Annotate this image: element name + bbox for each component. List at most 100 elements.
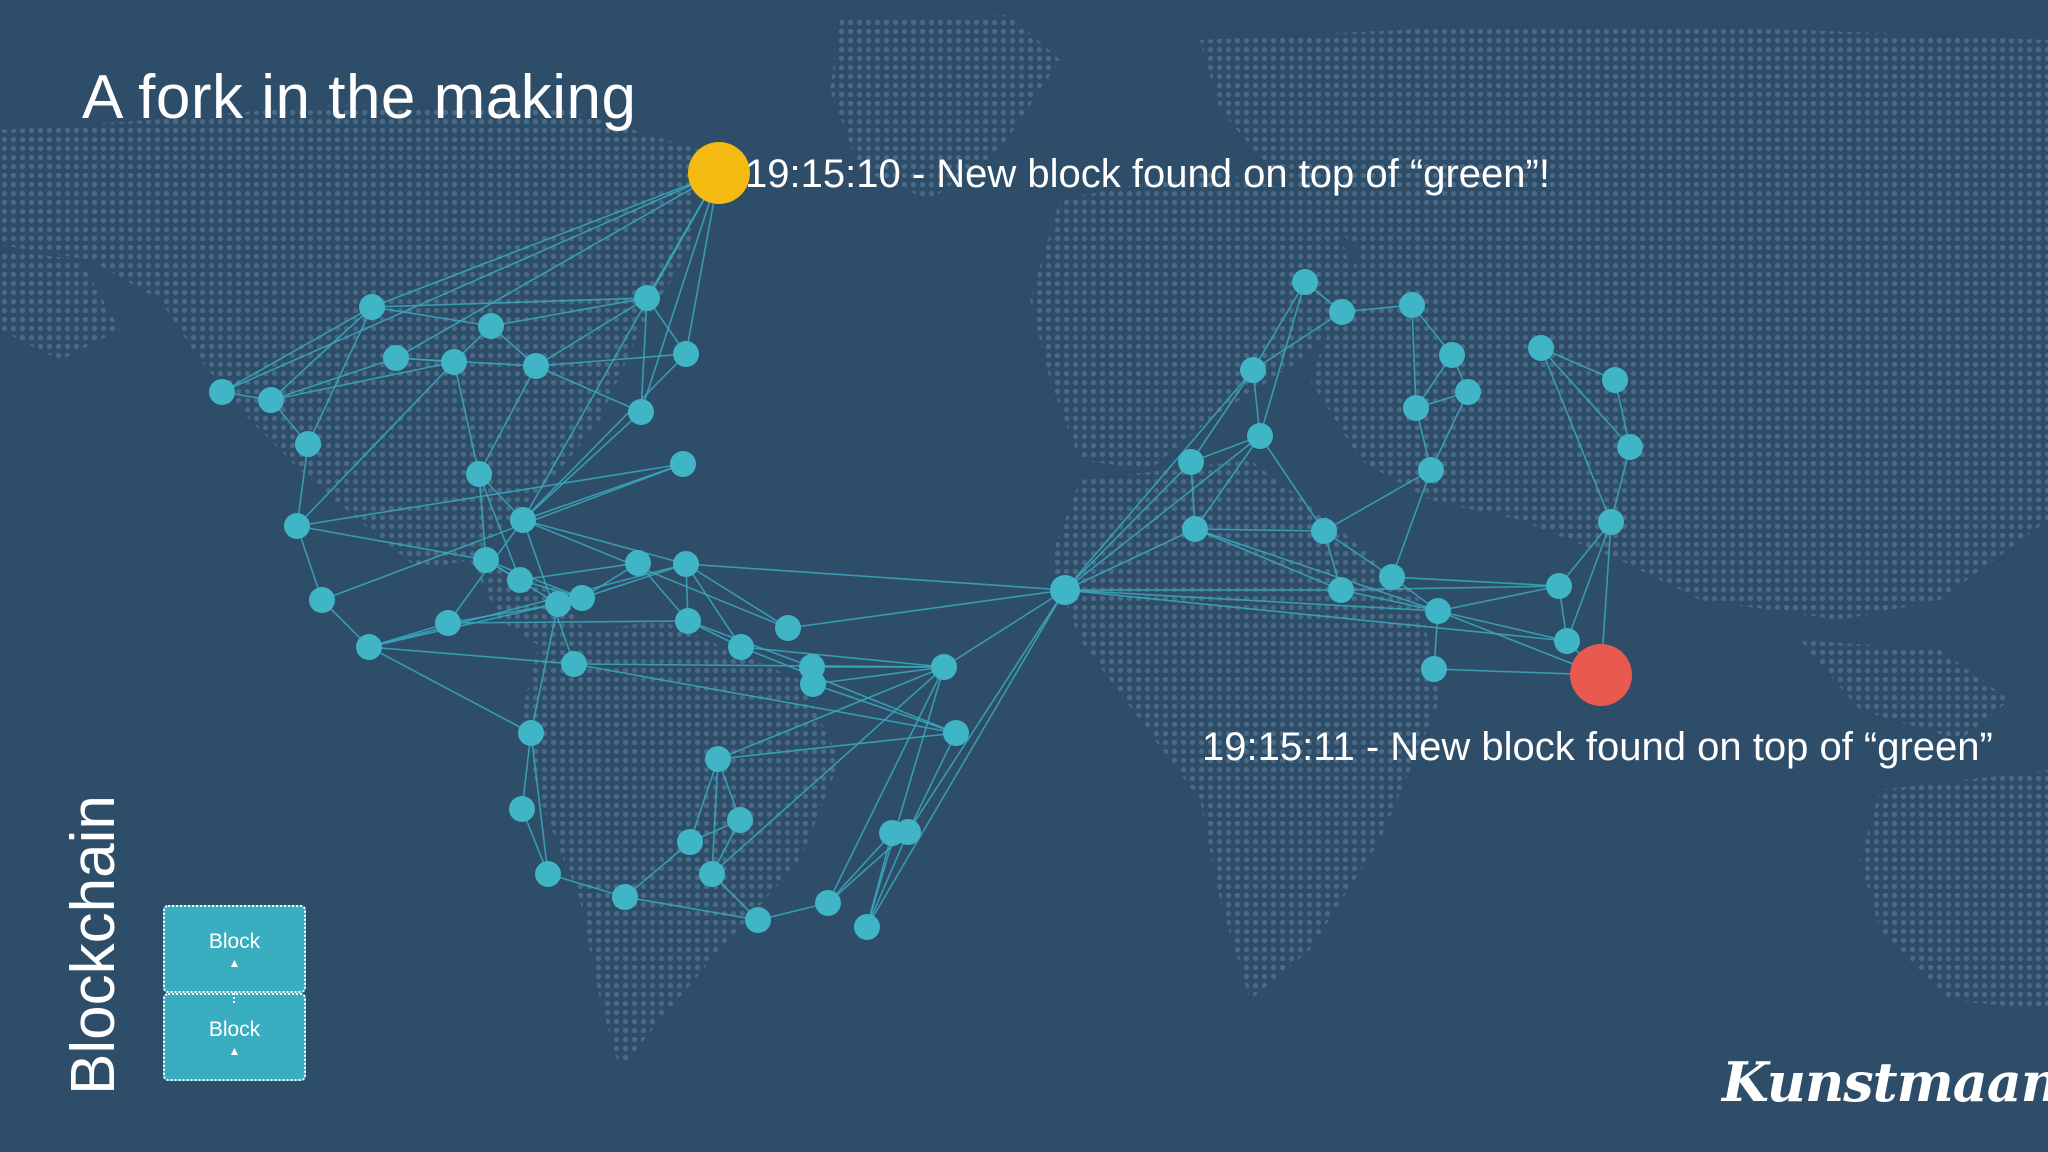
network-node bbox=[1178, 449, 1204, 475]
network-edge bbox=[296, 361, 455, 527]
network-edge bbox=[711, 758, 719, 875]
network-edge bbox=[478, 473, 521, 581]
network-edge bbox=[371, 297, 648, 308]
network-edge bbox=[1194, 528, 1325, 532]
network-edge bbox=[1064, 589, 1439, 612]
network-edge bbox=[547, 873, 626, 898]
network-edge bbox=[307, 306, 373, 445]
network-node bbox=[510, 507, 536, 533]
logo-text: Kunstmaan bbox=[1722, 1050, 2048, 1114]
network-node bbox=[478, 313, 504, 339]
network-edge bbox=[1558, 521, 1612, 587]
network-edge bbox=[866, 831, 909, 928]
side-label: Blockchain bbox=[59, 795, 128, 1095]
slide-title: A fork in the making bbox=[82, 63, 637, 132]
network-edge bbox=[717, 732, 957, 760]
network-edge bbox=[535, 297, 648, 367]
network-node bbox=[675, 608, 701, 634]
network-node bbox=[1418, 457, 1444, 483]
network-edge bbox=[270, 306, 373, 401]
network-node bbox=[670, 451, 696, 477]
kunstmaan-logo: Kunstmaan® bbox=[1722, 1050, 2048, 1114]
network-edge bbox=[1194, 528, 1342, 591]
network-edge bbox=[624, 896, 759, 921]
network-edge bbox=[453, 361, 480, 475]
network-node bbox=[1311, 518, 1337, 544]
network-node bbox=[1247, 423, 1273, 449]
network-edge bbox=[624, 841, 691, 898]
network-edge bbox=[1064, 369, 1254, 591]
network-edge bbox=[296, 525, 487, 561]
network-edge bbox=[943, 589, 1066, 668]
network-edge bbox=[1194, 528, 1439, 612]
network-node bbox=[1598, 509, 1624, 535]
network-edge bbox=[1064, 589, 1568, 642]
network-node bbox=[1602, 367, 1628, 393]
block-card: Block ▲ bbox=[163, 993, 306, 1081]
network-node bbox=[359, 294, 385, 320]
network-node bbox=[673, 341, 699, 367]
blockchain-stack: Block ▲ Block ▲ bbox=[163, 905, 306, 1081]
network-edge bbox=[1323, 530, 1393, 578]
network-node bbox=[1240, 357, 1266, 383]
network-edge bbox=[1391, 576, 1560, 587]
network-edge bbox=[1566, 521, 1612, 642]
network-edge bbox=[530, 603, 559, 734]
network-edge bbox=[522, 519, 575, 665]
network-edge bbox=[296, 443, 309, 527]
network-edge bbox=[270, 361, 455, 401]
network-edge bbox=[1064, 435, 1261, 591]
network-edge bbox=[1340, 585, 1560, 591]
network-edge bbox=[907, 732, 957, 833]
network-node bbox=[775, 615, 801, 641]
network-node bbox=[931, 654, 957, 680]
network-node bbox=[1328, 577, 1354, 603]
network-node bbox=[1379, 564, 1405, 590]
network-edge bbox=[1540, 347, 1612, 523]
network-node bbox=[800, 671, 826, 697]
network-edge bbox=[1411, 304, 1417, 409]
network-edge bbox=[371, 306, 492, 327]
network-node bbox=[943, 720, 969, 746]
network-edge bbox=[640, 297, 648, 413]
network-edge bbox=[827, 832, 893, 904]
network-edge bbox=[907, 589, 1066, 833]
network-node bbox=[1554, 628, 1580, 654]
network-node bbox=[1329, 299, 1355, 325]
network-edge bbox=[1430, 391, 1469, 471]
network-edges bbox=[221, 172, 1631, 928]
up-arrow-icon: ▲ bbox=[228, 1043, 241, 1058]
network-edge bbox=[581, 563, 687, 599]
network-nodes bbox=[209, 269, 1643, 940]
block-label: Block bbox=[208, 929, 261, 953]
network-node bbox=[1425, 598, 1451, 624]
network-edge bbox=[478, 365, 537, 475]
network-edge bbox=[519, 562, 639, 581]
network-edge bbox=[522, 411, 642, 521]
network-node bbox=[1421, 656, 1447, 682]
network-edge bbox=[1437, 585, 1560, 612]
network-node bbox=[209, 379, 235, 405]
network-edge bbox=[490, 297, 648, 327]
network-edge bbox=[685, 563, 789, 629]
network-edge bbox=[530, 732, 549, 875]
network-node bbox=[895, 819, 921, 845]
network-edge bbox=[447, 620, 689, 624]
network-node bbox=[284, 513, 310, 539]
network-node bbox=[699, 861, 725, 887]
event-label-first: 19:15:10 - New block found on top of “gr… bbox=[745, 152, 1550, 196]
network-edge bbox=[787, 589, 1066, 629]
network-edge bbox=[535, 365, 642, 413]
network-node bbox=[727, 807, 753, 833]
network-node bbox=[356, 634, 382, 660]
network-node bbox=[435, 610, 461, 636]
network-node bbox=[535, 861, 561, 887]
network-edge bbox=[640, 172, 720, 413]
network-node bbox=[612, 884, 638, 910]
network-edge bbox=[689, 758, 719, 843]
network-edge bbox=[371, 172, 720, 308]
network-edge bbox=[1323, 469, 1432, 532]
network-edge bbox=[573, 663, 957, 734]
network-edge bbox=[221, 172, 720, 393]
